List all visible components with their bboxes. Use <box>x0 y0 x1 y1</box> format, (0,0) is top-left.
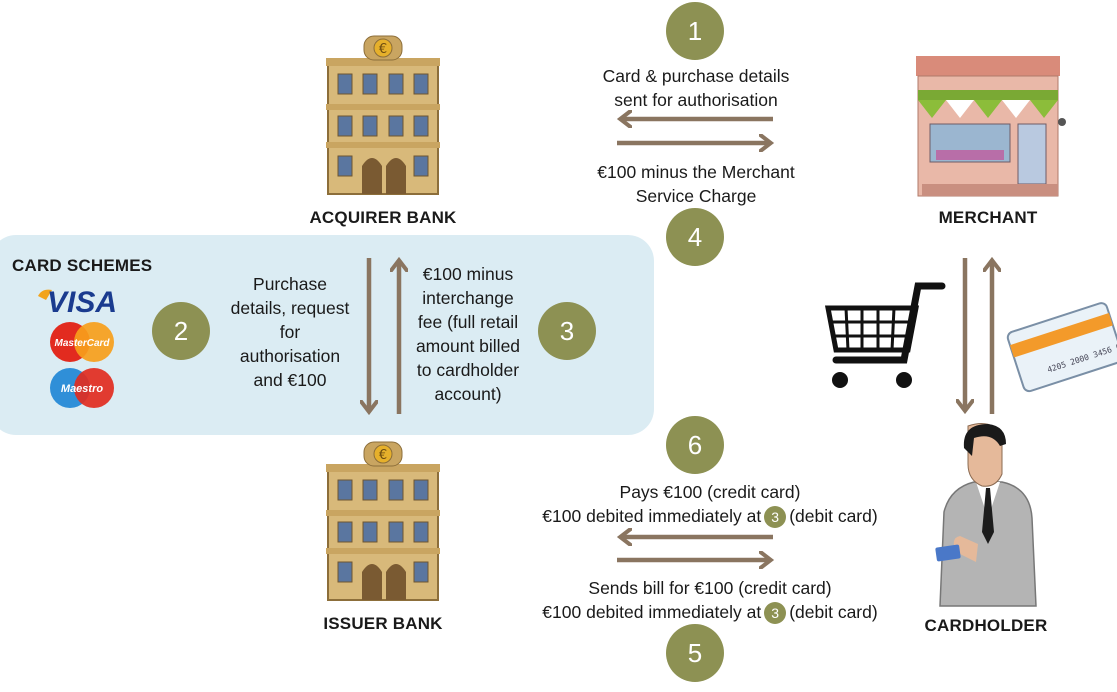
step-6-text: Pays €100 (credit card) €100 debited imm… <box>486 480 934 529</box>
step-2-line: authorisation <box>239 346 341 366</box>
maestro-logo-icon: Maestro <box>50 368 114 408</box>
maestro-logo-text: Maestro <box>61 383 103 395</box>
step-6-line-credit: Pays €100 (credit card) <box>619 482 801 502</box>
step-4-line: €100 minus the Merchant <box>597 162 795 182</box>
merchant-store-icon <box>916 56 1066 197</box>
mastercard-logo-icon: MasterCard <box>50 322 114 362</box>
step-2-line: and €100 <box>253 370 327 390</box>
step-3-line: account) <box>434 384 502 404</box>
step-2-text: Purchase details, request for authorisat… <box>210 272 370 392</box>
cardholder-person-icon <box>935 423 1037 607</box>
euro-sign: € <box>379 448 387 463</box>
step-3-line: amount billed <box>415 336 521 356</box>
step-1-line: sent for authorisation <box>614 90 778 110</box>
visa-logo-text: VISA <box>47 286 117 319</box>
step-4-text: €100 minus the Merchant Service Charge <box>546 160 846 208</box>
step-3-badge: 3 <box>538 302 596 360</box>
step-6-debit-prefix: €100 debited immediately at <box>542 506 762 526</box>
step-3-ref-badge: 3 <box>764 506 787 529</box>
step-1-text: Card & purchase details sent for authori… <box>546 64 846 112</box>
step-5-debit-suffix: (debit card) <box>789 602 878 622</box>
step-6-debit-suffix: (debit card) <box>789 506 878 526</box>
step-3-line: interchange <box>422 288 514 308</box>
step-5-badge: 5 <box>666 624 724 682</box>
step-3-line: €100 minus <box>422 264 514 284</box>
acquirer-bank-label: ACQUIRER BANK <box>309 208 457 227</box>
step-4-badge: 4 <box>666 208 724 266</box>
credit-card-icon: 4205 2000 3456 0125 <box>1006 302 1117 393</box>
acquirer-bank-icon: € <box>326 35 440 195</box>
step-2-line: Purchase <box>253 274 327 294</box>
step-1-badge: 1 <box>666 2 724 60</box>
step-1-line: Card & purchase details <box>602 66 790 86</box>
shopping-cart-icon <box>824 282 946 388</box>
step-6-badge: 6 <box>666 416 724 474</box>
step-5-text: Sends bill for €100 (credit card) €100 d… <box>486 576 934 625</box>
step-3-text: €100 minus interchange fee (full retail … <box>398 262 538 406</box>
mastercard-logo-text: MasterCard <box>54 338 110 349</box>
step-2-line: for <box>279 322 301 342</box>
step-5-line-credit: Sends bill for €100 (credit card) <box>588 578 832 598</box>
step-3-ref-badge: 3 <box>764 602 787 625</box>
card-schemes-label: CARD SCHEMES <box>12 256 153 275</box>
step-2-line: details, request <box>230 298 350 318</box>
step-5-debit-prefix: €100 debited immediately at <box>542 602 762 622</box>
cardholder-label: CARDHOLDER <box>924 616 1048 635</box>
step-2-badge: 2 <box>152 302 210 360</box>
visa-logo-icon: VISA <box>38 286 117 319</box>
step-3-line: to cardholder <box>416 360 520 380</box>
issuer-bank-icon: € <box>326 441 440 601</box>
issuer-bank-label: ISSUER BANK <box>323 614 443 633</box>
step-4-line: Service Charge <box>635 186 757 206</box>
euro-sign: € <box>379 42 387 57</box>
step-3-line: fee (full retail <box>417 312 519 332</box>
merchant-label: MERCHANT <box>938 208 1038 227</box>
